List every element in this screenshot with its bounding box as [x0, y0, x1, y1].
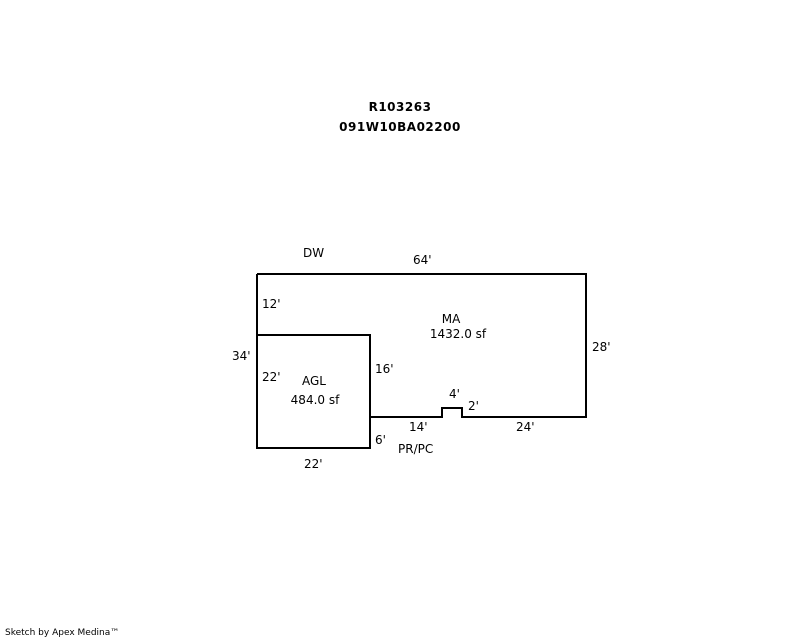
- dim-24: 24': [516, 420, 535, 434]
- dim-22-bottom: 22': [304, 457, 323, 471]
- ma-name: MA: [442, 312, 461, 326]
- agl-outline: [256, 334, 371, 449]
- dim-16: 16': [375, 362, 394, 376]
- dim-6: 6': [375, 433, 386, 447]
- agl-area: 484.0 sf: [291, 393, 340, 407]
- sketch-credit: Sketch by Apex Medina™: [5, 628, 120, 638]
- parcel-id: R103263: [368, 100, 432, 114]
- pr-pc-label: PR/PC: [398, 442, 433, 456]
- dim-28: 28': [592, 340, 611, 354]
- dim-14: 14': [409, 420, 428, 434]
- dim-2: 2': [468, 399, 479, 413]
- dim-22-left: 22': [262, 370, 281, 384]
- ma-outline: [257, 273, 587, 418]
- map-number: 091W10BA02200: [339, 120, 461, 134]
- dim-34: 34': [232, 349, 251, 363]
- dim-12: 12': [262, 297, 281, 311]
- dim-64: 64': [413, 253, 432, 267]
- dim-4: 4': [449, 387, 460, 401]
- dw-label: DW: [303, 246, 324, 260]
- agl-name: AGL: [302, 374, 326, 388]
- ma-area: 1432.0 sf: [430, 327, 487, 341]
